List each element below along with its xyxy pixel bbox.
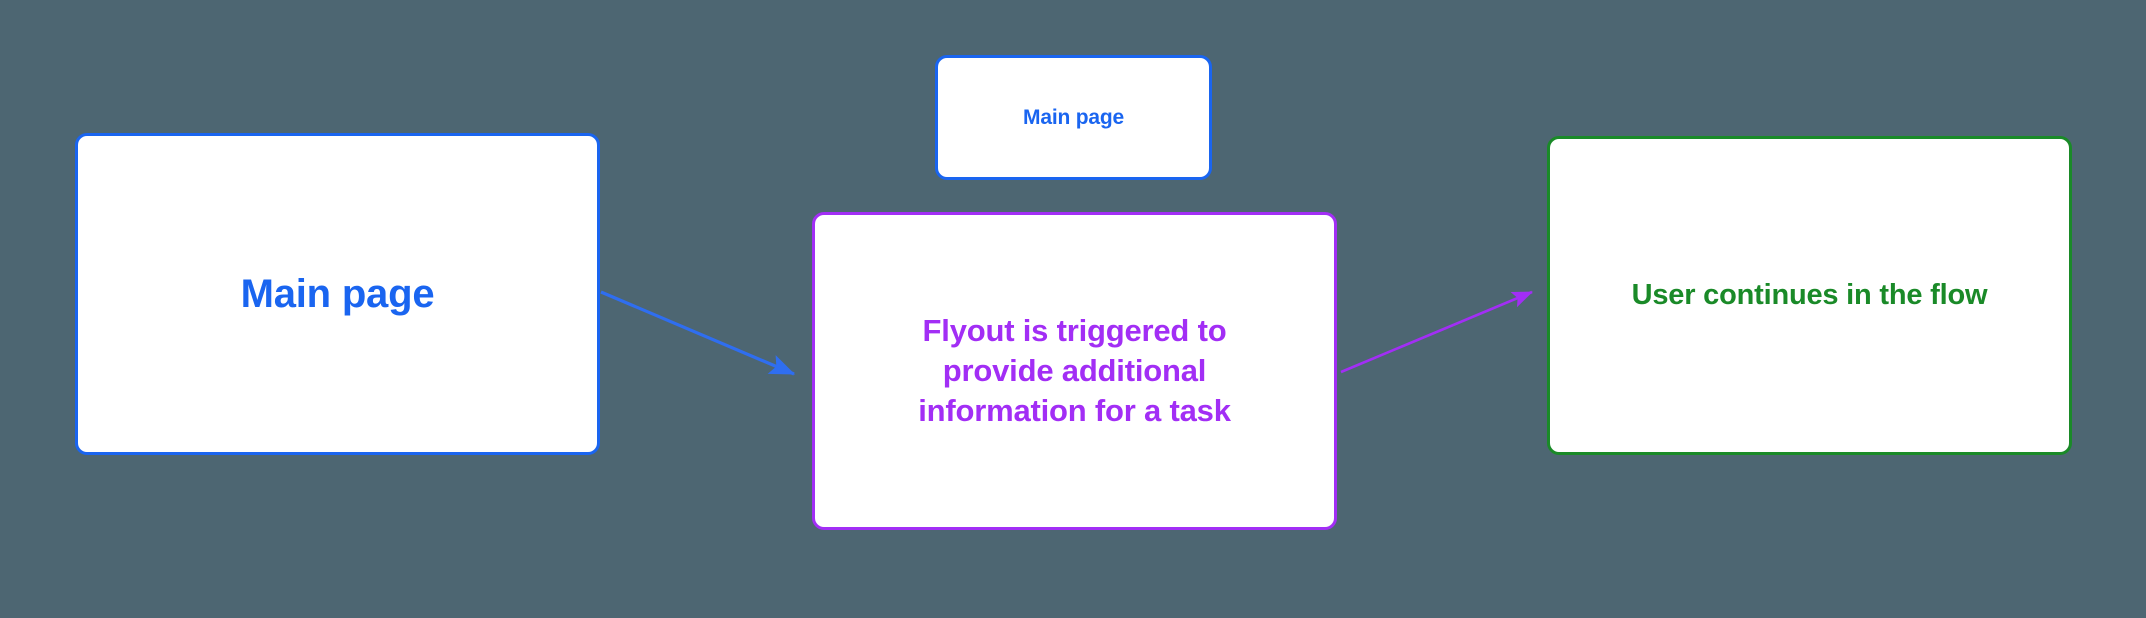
node-flyout[interactable]: Flyout is triggered to provide additiona… [812,212,1337,530]
node-main-page-small-label: Main page [1023,105,1124,129]
node-main-page-small[interactable]: Main page [935,55,1212,180]
node-main-page-large-label: Main page [240,271,435,316]
connector-flyout-to-user-continues [1340,290,1533,374]
node-user-continues-label: User continues in the flow [1631,278,1988,311]
connector-main-page-to-flyout [600,290,796,376]
node-flyout-label: Flyout is triggered to provide additiona… [918,313,1231,428]
node-main-page-large[interactable]: Main page [75,133,600,455]
node-user-continues[interactable]: User continues in the flow [1547,136,2072,455]
